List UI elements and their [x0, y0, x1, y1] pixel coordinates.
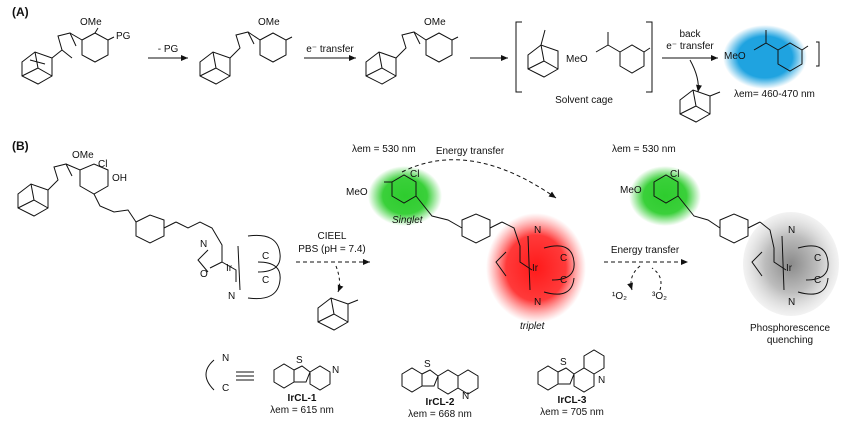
blue-glow [723, 25, 807, 89]
ligand-em-3: λem = 705 nm [540, 407, 604, 418]
energy-transfer-right: Energy transfer [610, 245, 680, 256]
c-label-b1: C [262, 251, 270, 262]
meo-label-b-mid: MeO [346, 187, 368, 198]
c-label-r1: C [814, 253, 822, 264]
ligand-em-1: λem = 615 nm [270, 405, 334, 416]
eq-c-label: C [222, 383, 230, 394]
red-glow-triplet [486, 213, 586, 323]
lig3-s: S [560, 357, 567, 368]
n-label-r1: N [788, 225, 796, 236]
meo-label-b-right: MeO [620, 185, 642, 196]
adamantane-structure [21, 51, 53, 85]
n-label-r2: N [788, 297, 796, 308]
quench-line-1: Phosphorescence [749, 323, 831, 334]
green-glow-singlet [368, 166, 442, 226]
c-label-r2: C [814, 275, 822, 286]
triplet-oxygen: ³O₂ [652, 291, 667, 302]
ir-label-mid: Ir [532, 263, 539, 274]
lig1-s: S [296, 355, 303, 366]
singlet-label: Singlet [392, 215, 423, 226]
panel-a-label: (A) [12, 5, 29, 19]
nc-chelate-arc [205, 359, 215, 391]
triplet-label: triplet [520, 321, 545, 332]
conditions-pbs: PBS (pH = 7.4) [298, 244, 366, 255]
eq-n-label: N [222, 353, 230, 364]
green-glow-right [629, 166, 701, 226]
ome-label-a2: OMe [258, 17, 280, 28]
ligand-name-1: IrCL-1 [287, 393, 317, 404]
oh-label-b: OH [112, 173, 127, 184]
ome-label-b: OMe [72, 150, 94, 161]
n-label-b1: N [200, 239, 208, 250]
cl-label-b-right: Cl [670, 169, 680, 180]
step-back-2: e⁻ transfer [666, 41, 714, 52]
cl-label-b-mid: Cl [410, 169, 420, 180]
n-label-mid1: N [534, 225, 542, 236]
meo-label-cage: MeO [566, 54, 588, 65]
meo-label-product: MeO [724, 51, 746, 62]
c-label-b2: C [262, 275, 270, 286]
singlet-oxygen: ¹O₂ [612, 291, 627, 302]
n-label-b2: N [228, 291, 236, 302]
solvent-cage-label: Solvent cage [555, 95, 613, 106]
quench-line-2: quenching [766, 335, 814, 346]
em-left: λem = 530 nm [352, 144, 416, 155]
ir-label-r: Ir [786, 263, 793, 274]
ome-label-a1: OMe [80, 17, 102, 28]
c-label-mid2: C [560, 275, 568, 286]
ligand-name-2: IrCL-2 [425, 397, 455, 408]
lig2-n: N [462, 391, 470, 402]
ligand-name-3: IrCL-3 [557, 395, 587, 406]
step-e-transfer: e⁻ transfer [306, 44, 354, 55]
cl-label-b: Cl [98, 159, 108, 170]
step-deprotect: - PG [157, 44, 179, 55]
ir-label-b1: Ir [226, 263, 233, 274]
em-right: λem = 530 nm [612, 144, 676, 155]
ome-label-a3: OMe [424, 17, 446, 28]
conditions-cieel: CIEEL [317, 231, 347, 242]
grey-glow-quench [743, 212, 839, 316]
c-label-mid1: C [560, 253, 568, 264]
ligand-em-2: λem = 668 nm [408, 409, 472, 420]
step-back-1: back [679, 29, 701, 40]
lig2-s: S [424, 359, 431, 370]
o-label-b1: O [200, 269, 208, 280]
energy-transfer-top: Energy transfer [435, 146, 505, 157]
n-label-mid2: N [534, 297, 542, 308]
panel-b-label: (B) [12, 139, 29, 153]
lig3-n: N [598, 375, 606, 386]
emission-a: λem= 460-470 nm [734, 89, 815, 100]
pg-label: PG [116, 31, 131, 42]
lig1-n: N [332, 365, 340, 376]
